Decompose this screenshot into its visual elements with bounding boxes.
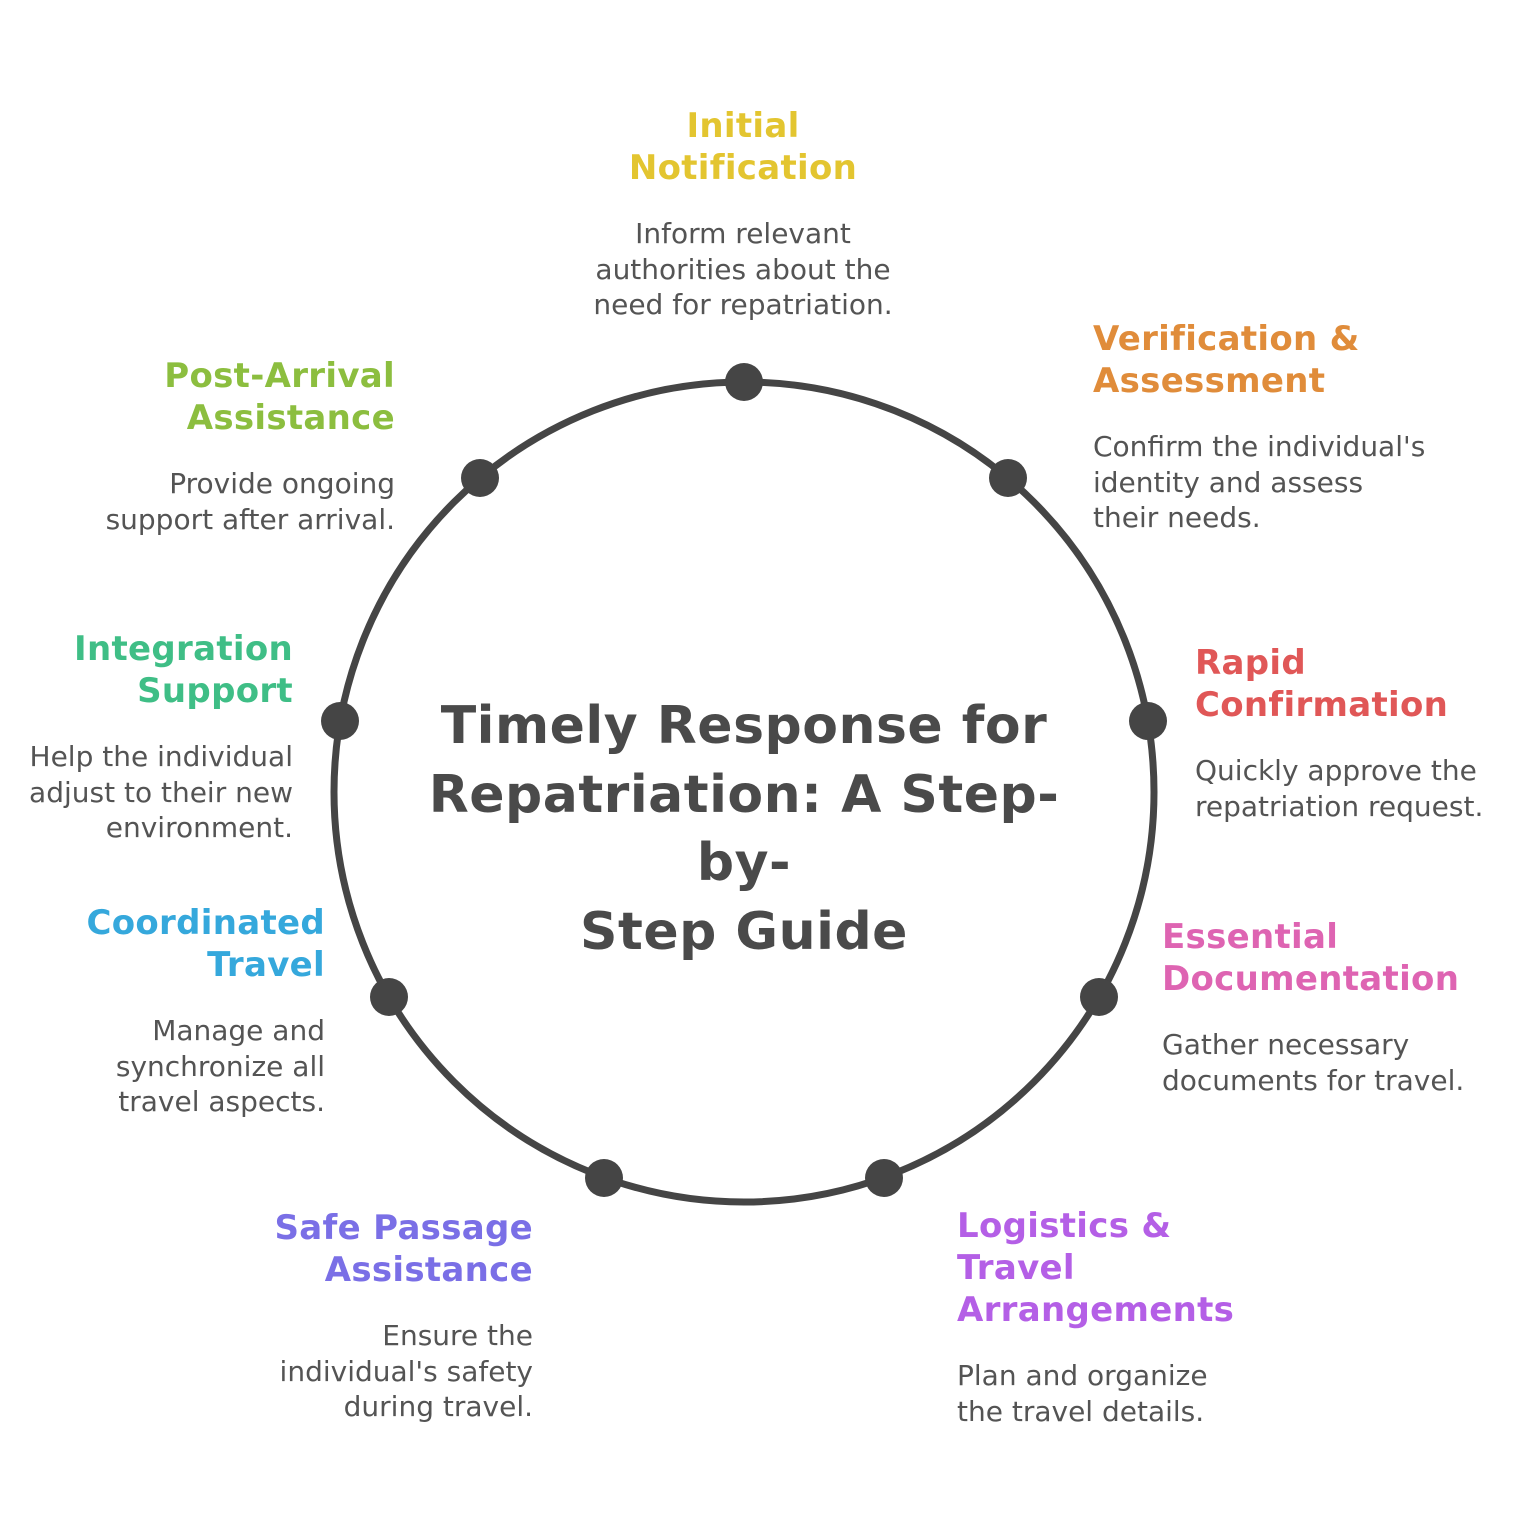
step-description: Quickly approve the repatriation request… [1195, 754, 1484, 823]
step-node-dot-essential-documentation [1080, 978, 1118, 1016]
step-description: Manage and synchronize all travel aspect… [115, 1014, 325, 1119]
step-initial-notification: Initial Notification Inform relevant aut… [493, 105, 993, 323]
step-description: Gather necessary documents for travel. [1162, 1028, 1465, 1097]
diagram-title: Timely Response for Repatriation: A Step… [428, 696, 1060, 962]
step-title: Verification & Assessment [1093, 319, 1360, 402]
step-title: Rapid Confirmation [1195, 643, 1449, 726]
step-safe-passage-assistance: Safe Passage Assistance Ensure the indiv… [153, 1207, 533, 1425]
step-rapid-confirmation: Rapid Confirmation Quickly approve the r… [1195, 642, 1535, 824]
step-verification-assessment: Verification & Assessment Confirm the in… [1093, 318, 1493, 536]
step-essential-documentation: Essential Documentation Gather necessary… [1162, 916, 1536, 1098]
step-description: Help the individual adjust to their new … [29, 740, 293, 845]
step-integration-support: Integration Support Help the individual … [0, 628, 293, 846]
step-coordinated-travel: Coordinated Travel Manage and synchroniz… [25, 902, 325, 1120]
step-node-dot-logistics-travel [865, 1159, 903, 1197]
step-node-dot-integration-support [321, 702, 359, 740]
step-description: Plan and organize the travel details. [957, 1359, 1208, 1429]
step-post-arrival-assistance: Post-Arrival Assistance Provide ongoing … [65, 355, 395, 537]
step-description: Confirm the individual's identity and as… [1093, 430, 1426, 535]
step-node-dot-initial-notification [725, 363, 763, 401]
step-title: Post-Arrival Assistance [164, 356, 395, 439]
step-node-dot-verification-assessment [989, 459, 1027, 497]
step-node-dot-coordinated-travel [370, 978, 408, 1016]
step-title: Logistics & Travel Arrangements [957, 1206, 1235, 1331]
step-node-dot-safe-passage [585, 1159, 623, 1197]
step-title: Coordinated Travel [86, 903, 325, 986]
step-node-dot-rapid-confirmation [1129, 702, 1167, 740]
step-title: Essential Documentation [1162, 917, 1460, 1000]
step-title: Safe Passage Assistance [274, 1208, 533, 1291]
step-description: Provide ongoing support after arrival. [105, 467, 395, 536]
step-title: Initial Notification [628, 106, 858, 189]
step-description: Inform relevant authorities about the ne… [593, 217, 893, 322]
step-node-dot-post-arrival [461, 459, 499, 497]
step-description: Ensure the individual's safety during tr… [279, 1319, 533, 1424]
step-logistics-travel-arrangements: Logistics & Travel Arrangements Plan and… [957, 1205, 1297, 1430]
step-title: Integration Support [74, 629, 293, 712]
